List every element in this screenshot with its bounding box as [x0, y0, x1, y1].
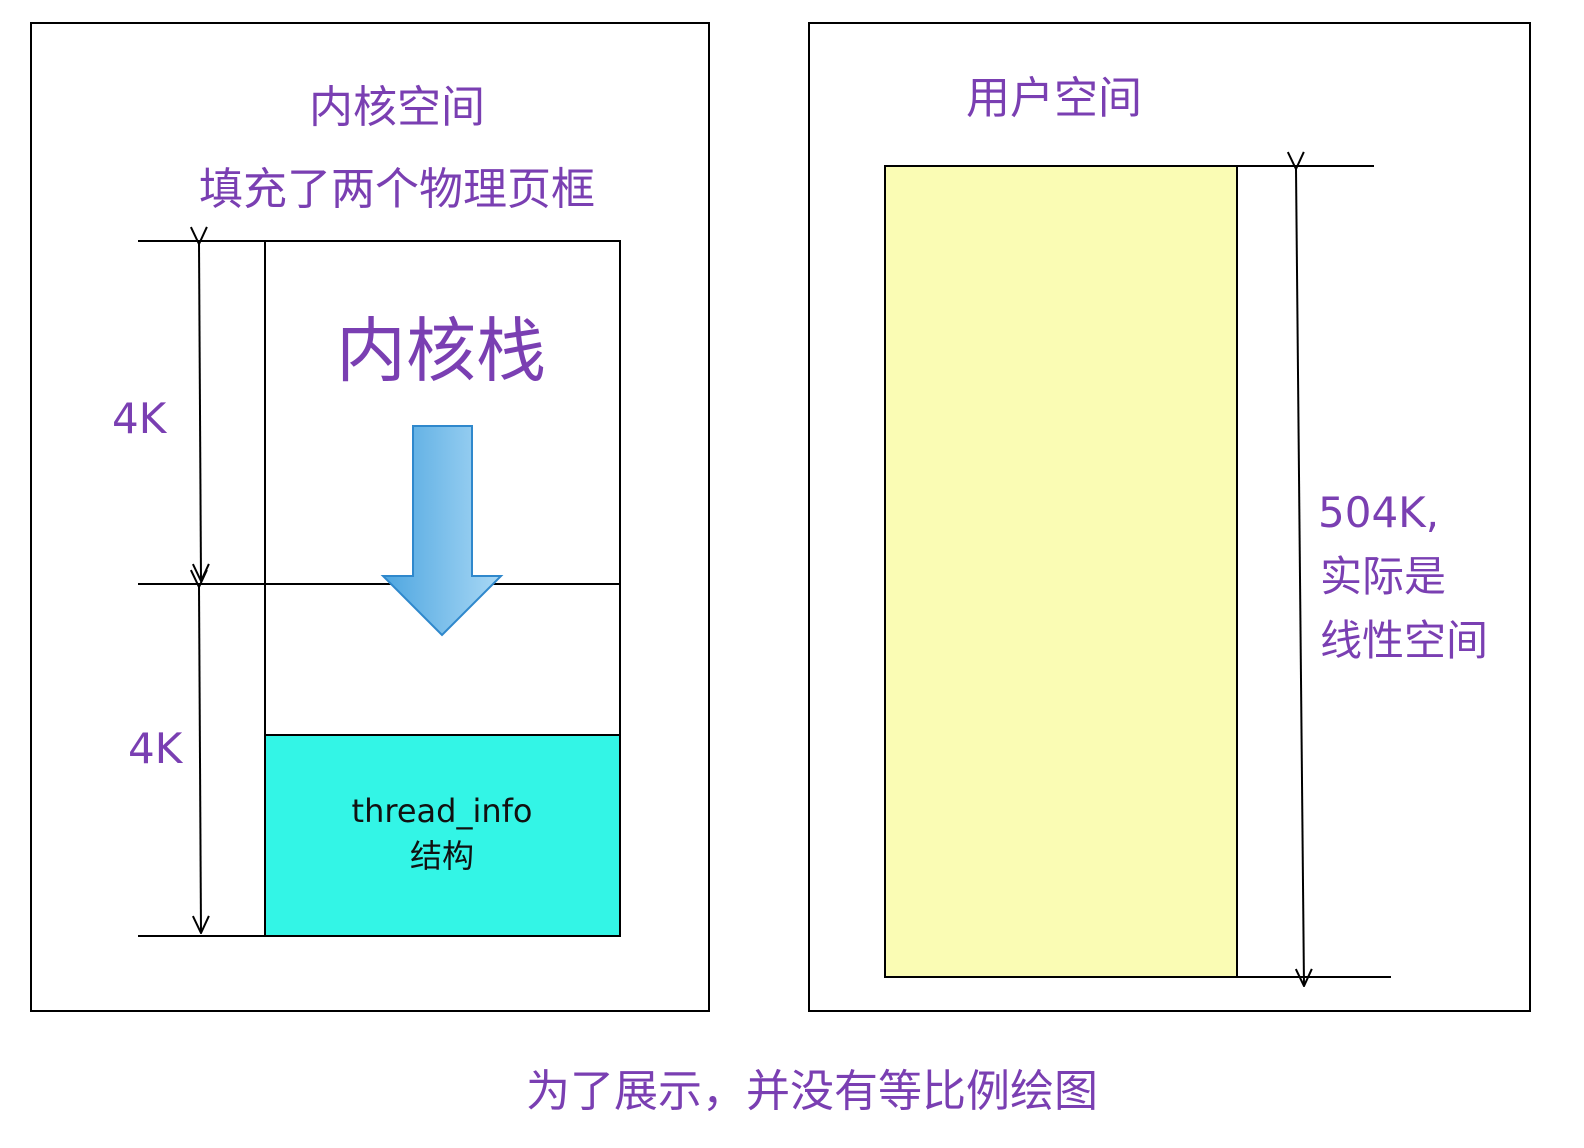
- thread-info-struct-label: 结构: [409, 837, 475, 875]
- lower-page-dimension-arrow: [199, 587, 201, 933]
- kernel-space-title: 内核空间: [309, 82, 485, 133]
- kernel-stack-label: 内核栈: [336, 310, 546, 392]
- user-space-note-line2: 线性空间: [1320, 616, 1489, 665]
- lower-page-size-label: 4K: [128, 724, 183, 773]
- thread-info-label: thread_info: [351, 792, 533, 830]
- user-space-size-label: 504K,: [1318, 488, 1440, 537]
- user-space-title: 用户空间: [966, 73, 1142, 124]
- upper-page-dimension-arrow: [199, 244, 201, 581]
- user-space-block: [884, 165, 1238, 978]
- user-space-note-line1: 实际是: [1320, 552, 1447, 601]
- thread-info-block: [264, 734, 621, 937]
- user-space-dimension-arrow: [1296, 169, 1304, 986]
- upper-page-size-label: 4K: [112, 394, 167, 443]
- kernel-space-subtitle: 填充了两个物理页框: [199, 164, 595, 215]
- footer-note: 为了展示，并没有等比例绘图: [526, 1066, 1098, 1117]
- stack-growth-down-arrow: [380, 425, 504, 637]
